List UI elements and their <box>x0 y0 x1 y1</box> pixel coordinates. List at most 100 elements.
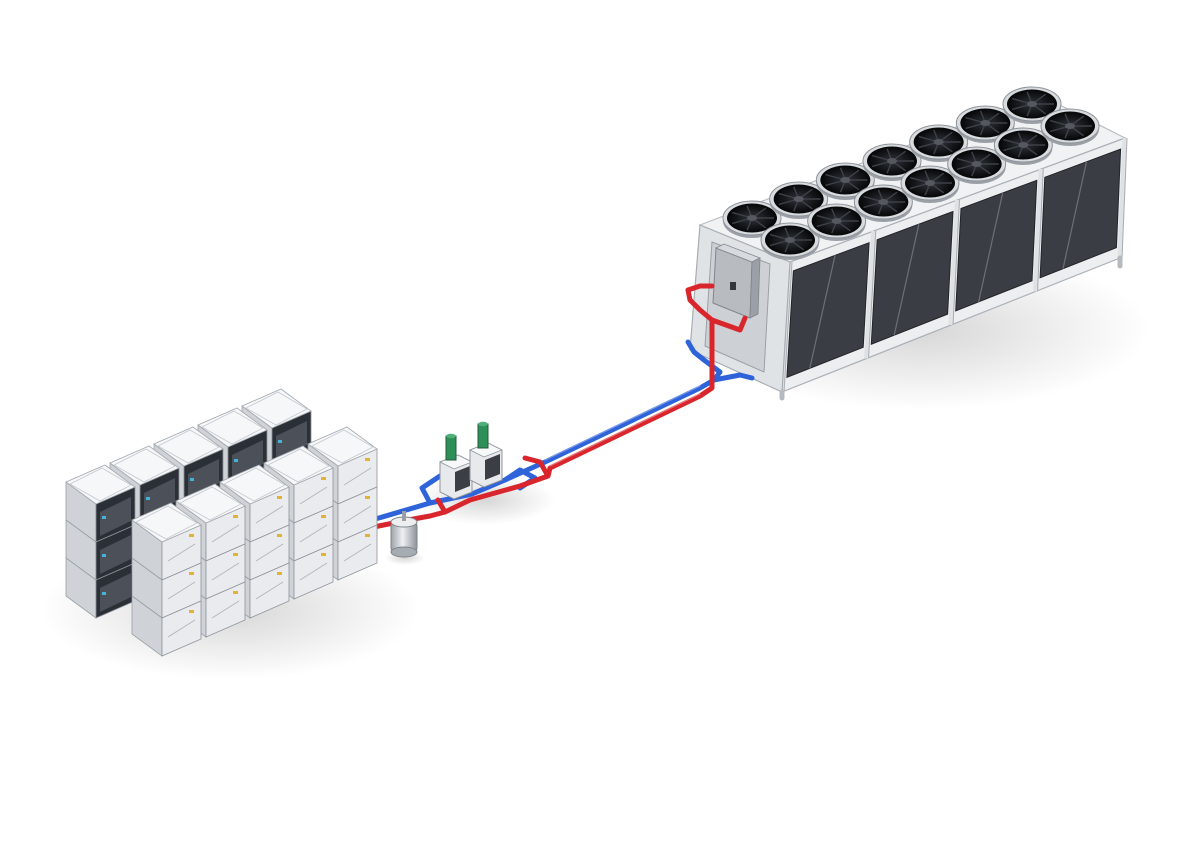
panel-seam <box>299 486 328 505</box>
panel-seam <box>167 619 196 638</box>
coil-panel-highlight <box>893 224 920 336</box>
cabinet-top <box>153 426 224 467</box>
coil-panel <box>955 179 1038 312</box>
cabinet-top <box>307 426 378 467</box>
warning-label <box>189 534 194 537</box>
fan-icon <box>909 124 969 162</box>
fan-icon <box>862 143 922 181</box>
status-led <box>102 516 106 519</box>
cabinet-top-frame <box>311 429 374 464</box>
warning-label <box>321 515 326 518</box>
cabinet <box>65 464 136 619</box>
panel-seam <box>255 581 284 600</box>
fan-icon <box>947 146 1007 184</box>
cabinet-top-frame <box>179 486 242 521</box>
warning-label <box>277 496 282 499</box>
warning-label <box>365 496 370 499</box>
cooler-frame-post-edge <box>952 199 960 326</box>
panel-seam <box>211 562 240 581</box>
cooler-fans <box>722 86 1100 260</box>
fan-icon <box>1002 86 1062 124</box>
coil-panel <box>870 210 954 345</box>
cabinet-top <box>175 483 246 524</box>
cooler-frame-post-edge <box>1121 137 1128 259</box>
warning-label <box>233 515 238 518</box>
cabinet-top-frame <box>113 448 176 483</box>
cabinet-top <box>241 388 312 429</box>
module-panel <box>100 535 131 574</box>
cabinet-top <box>109 445 180 486</box>
pump-2 <box>469 421 503 488</box>
cooler-frame-post <box>1117 137 1128 259</box>
coil-panel-highlight <box>809 255 836 369</box>
cabinet-top <box>131 502 202 543</box>
warning-label <box>189 572 194 575</box>
panel-seam <box>255 505 284 524</box>
cabinet-top <box>65 464 136 505</box>
cabinet-top-frame <box>69 467 132 502</box>
cabinet-top-frame <box>245 391 308 426</box>
module-panel <box>100 573 131 612</box>
cooler-frame-post-edge <box>868 230 877 359</box>
panel-seam <box>299 524 328 543</box>
module-panel <box>100 497 131 536</box>
fan-icon <box>900 165 960 203</box>
cabinet <box>131 502 202 657</box>
warning-label <box>233 553 238 556</box>
warning-label <box>277 534 282 537</box>
panel-seam <box>211 600 240 619</box>
cooler-frame-post <box>864 230 877 359</box>
coil-panel <box>1039 148 1122 279</box>
cabinet-top <box>197 407 268 448</box>
cabinet-top-frame <box>157 429 220 464</box>
status-led <box>190 478 194 481</box>
cabinet-top-frame <box>267 448 330 483</box>
cooler-frame-post-edge <box>1037 168 1044 292</box>
panel-seam <box>167 543 196 562</box>
cabinet-top-frame <box>223 467 286 502</box>
warning-label <box>365 458 370 461</box>
cabinet-top-frame <box>135 505 198 540</box>
panel-seam <box>343 505 372 524</box>
panel-seam <box>343 467 372 486</box>
cooler-control-box <box>712 243 761 319</box>
panel-seam <box>299 562 328 581</box>
status-led <box>234 459 238 462</box>
warning-label <box>365 534 370 537</box>
cabinet-top <box>219 464 290 505</box>
warning-label <box>321 477 326 480</box>
fan-icon <box>1040 108 1100 146</box>
cabinet-top <box>263 445 334 486</box>
panel-seam <box>167 581 196 600</box>
status-led <box>102 592 106 595</box>
fan-icon <box>722 200 782 238</box>
status-led <box>102 554 106 557</box>
warning-label <box>189 610 194 613</box>
module-panel <box>188 459 219 498</box>
warning-label <box>321 553 326 556</box>
cooler-coil-panels <box>779 137 1128 393</box>
panel-seam <box>255 543 284 562</box>
piping <box>369 283 755 530</box>
warning-label <box>277 572 282 575</box>
expansion-tank <box>390 511 418 558</box>
panel-seam <box>343 543 372 562</box>
module-panel <box>276 421 307 460</box>
panel-seam <box>211 524 240 543</box>
coil-panel <box>786 241 870 379</box>
fan-icon <box>760 222 820 260</box>
dry-cooler <box>689 86 1128 401</box>
coil-panel-highlight <box>1062 161 1088 269</box>
fan-icon <box>853 184 913 222</box>
cooler-frame-post <box>948 199 960 326</box>
warning-label <box>233 591 238 594</box>
cooler-legs <box>779 255 1123 401</box>
cooler-frame-post-edge <box>783 261 793 393</box>
coil-panel-highlight <box>978 192 1004 303</box>
pump-skid <box>439 421 503 500</box>
status-led <box>146 497 150 500</box>
fan-icon <box>807 203 867 241</box>
module-panel <box>232 440 263 479</box>
module-panel <box>144 478 175 517</box>
